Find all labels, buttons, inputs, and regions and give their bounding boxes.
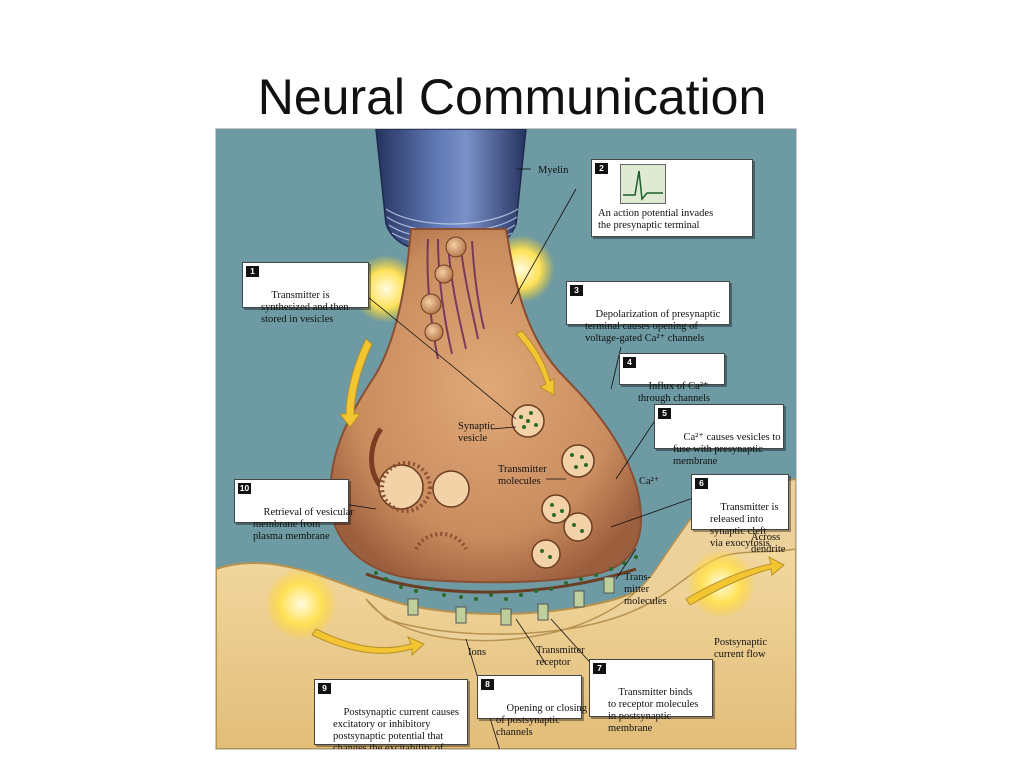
callout-text: Retrieval of vesicular membrane from pla… bbox=[253, 507, 354, 542]
callout-text: Transmitter binds to receptor molecules … bbox=[608, 687, 699, 734]
callout-text: Opening or closing of postsynaptic chann… bbox=[496, 703, 587, 738]
transmitter-receptor-label: Transmitter receptor bbox=[536, 645, 585, 668]
callout-8: 8 Opening or closing of postsynaptic cha… bbox=[477, 675, 587, 738]
ions-label: Ions bbox=[468, 647, 487, 658]
synapse-diagram: Myelin Synaptic vesicle Transmitter mole… bbox=[215, 128, 797, 750]
transmitter-molecules-label: Transmitter molecules bbox=[498, 464, 547, 487]
callout-9: 9 Postsynaptic current causes excitatory… bbox=[314, 679, 468, 749]
callout-number: 2 bbox=[595, 163, 608, 174]
slide-title: Neural Communication bbox=[257, 69, 767, 125]
callout-number: 8 bbox=[481, 679, 494, 690]
callout-text: Postsynaptic current causes excitatory o… bbox=[333, 707, 459, 750]
callout-5: 5 Ca²⁺ causes vesicles to fuse with pres… bbox=[654, 404, 784, 467]
transmitter-dots bbox=[374, 411, 638, 601]
callout-number: 5 bbox=[658, 408, 671, 419]
transmitter-molecules-cleft-label: Trans- mitter molecules bbox=[624, 572, 667, 607]
callout-4: 4 Influx of Ca²⁺ through channels bbox=[619, 353, 725, 404]
callout-number: 10 bbox=[238, 483, 251, 494]
callout-text: An action potential invades the presynap… bbox=[598, 208, 714, 231]
callout-7: 7 Transmitter binds to receptor molecule… bbox=[589, 659, 713, 734]
callout-number: 3 bbox=[570, 285, 583, 296]
callout-10: 10 Retrieval of vesicular membrane from … bbox=[234, 479, 354, 542]
callout-text: Transmitter is released into synaptic cl… bbox=[710, 502, 779, 549]
callout-6: 6 Transmitter is released into synaptic … bbox=[691, 474, 789, 549]
callout-2: 2 An action potential invades the presyn… bbox=[591, 159, 753, 237]
calcium-label: Ca²⁺ bbox=[639, 476, 660, 487]
synaptic-vesicle-label: Synaptic vesicle bbox=[458, 421, 495, 444]
callout-number: 6 bbox=[695, 478, 708, 489]
callout-text: Influx of Ca²⁺ through channels bbox=[638, 381, 711, 404]
callout-number: 7 bbox=[593, 663, 606, 674]
postsynaptic-current-flow-label: Postsynaptic current flow bbox=[714, 637, 768, 660]
callout-number: 4 bbox=[623, 357, 636, 368]
callout-3: 3 Depolarization of presynaptic terminal… bbox=[566, 281, 730, 344]
callout-number: 9 bbox=[318, 683, 331, 694]
myelin-label: Myelin bbox=[538, 165, 569, 176]
callout-number: 1 bbox=[246, 266, 259, 277]
callout-1: 1 Transmitter is synthesized and then st… bbox=[242, 262, 369, 325]
callout-text: Ca²⁺ causes vesicles to fuse with presyn… bbox=[673, 432, 781, 467]
action-potential-trace-icon bbox=[620, 164, 666, 204]
callout-text: Depolarization of presynaptic terminal c… bbox=[585, 309, 721, 344]
across-dendrite-label: Across dendrite bbox=[751, 532, 785, 556]
callout-text: Transmitter is synthesized and then stor… bbox=[261, 290, 349, 325]
